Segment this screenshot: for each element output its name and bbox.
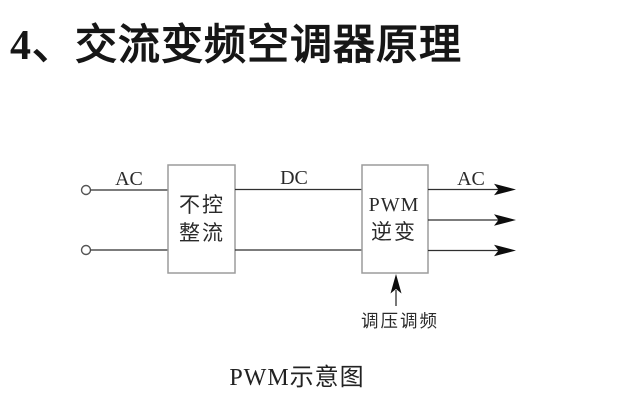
inverter-label-line2: 逆变 (371, 220, 417, 244)
input-terminal-top (80, 184, 92, 196)
ac-input-label: AC (115, 168, 143, 190)
inverter-label-line1: PWM (369, 194, 420, 216)
diagram-caption: PWM示意图 (229, 365, 365, 391)
output-arrowhead-3-icon (494, 244, 516, 257)
rectifier-block (167, 164, 236, 274)
control-arrowhead-icon (390, 274, 402, 294)
output-arrowhead-1-icon (494, 183, 516, 196)
rectifier-label-line2: 整流 (179, 221, 225, 245)
ac-output-label: AC (457, 168, 485, 190)
inverter-block (361, 164, 429, 274)
dc-label: DC (280, 167, 308, 189)
control-label: 调压调频 (361, 311, 439, 331)
input-terminal-bottom (80, 244, 92, 256)
slide-title: 4、交流变频空调器原理 (10, 23, 463, 69)
rectifier-label-line1: 不控 (179, 193, 225, 217)
output-arrowhead-2-icon (494, 214, 516, 226)
